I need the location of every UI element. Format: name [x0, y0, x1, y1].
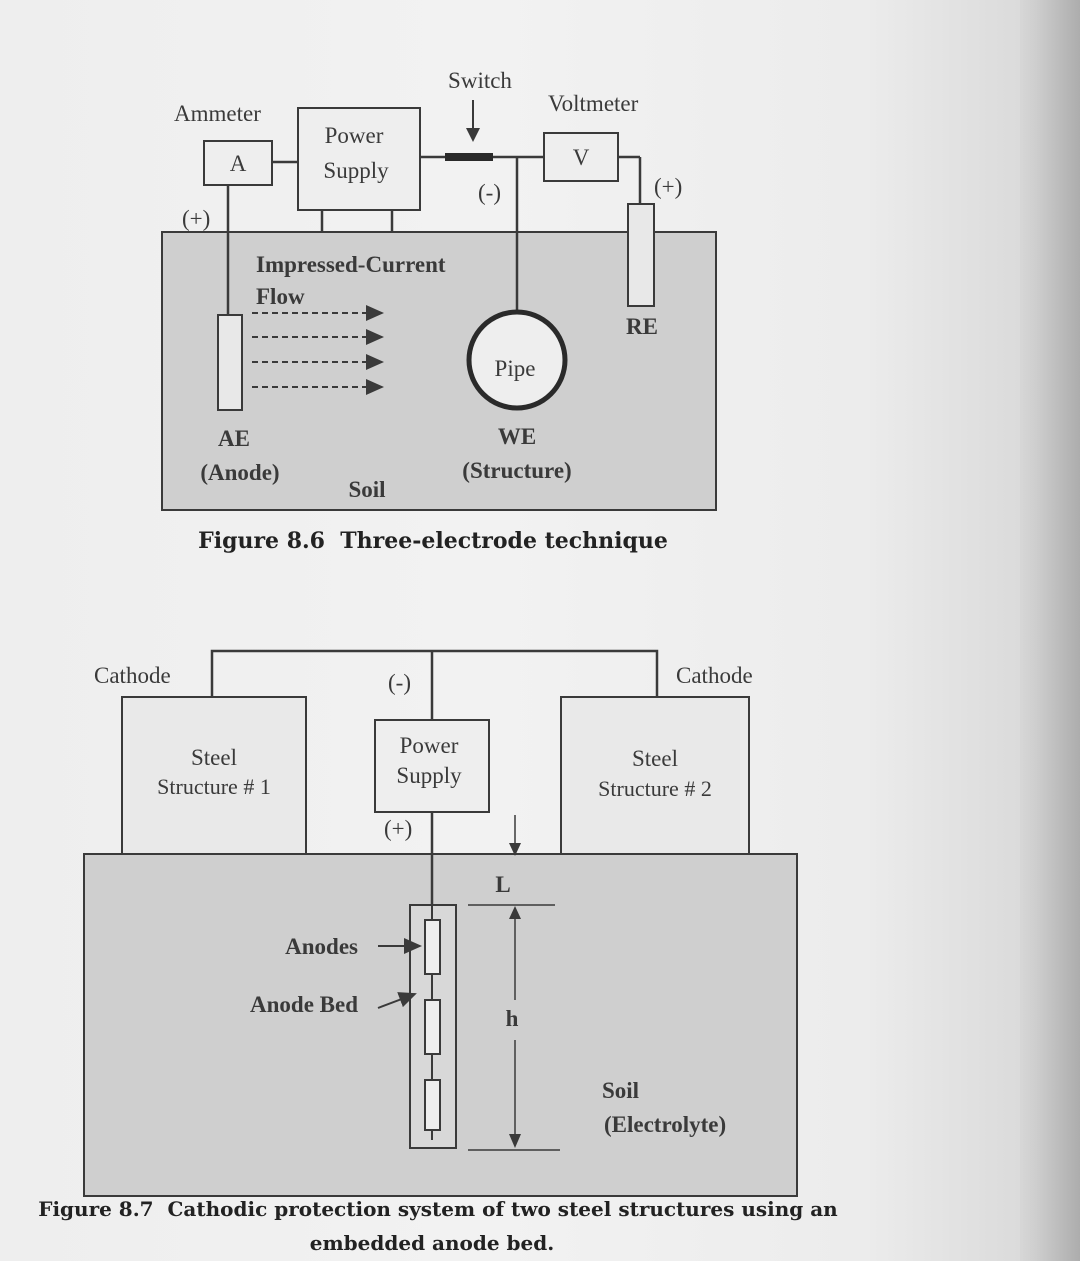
- circuit-wires: [226, 155, 642, 315]
- figure-8-6: A Ammeter Power Supply Switch V Voltmete…: [161, 68, 717, 554]
- current-flow-arrows: [252, 305, 384, 395]
- ammeter-symbol: A: [230, 151, 247, 176]
- figure-8-6-caption: Figure 8.6 Three-electrode technique: [198, 528, 668, 554]
- switch-label: Switch: [448, 68, 512, 93]
- steel-structure-2: [560, 696, 750, 855]
- electrolyte-label: (Electrolyte): [604, 1112, 726, 1137]
- minus-label: (-): [388, 670, 411, 695]
- flow-label-line1: Impressed-Current: [256, 252, 446, 277]
- soil-label: Soil: [348, 477, 385, 502]
- soil-tank: [161, 231, 717, 511]
- plus-right-label: (+): [654, 174, 682, 199]
- steel1-line2: Structure # 1: [157, 774, 271, 799]
- figure-8-7: Cathode Cathode (-) Steel Structure # 1 …: [38, 649, 838, 1255]
- power-supply-line2: Supply: [396, 763, 462, 788]
- anode-1: [424, 919, 441, 975]
- steel-structure-1: [121, 696, 307, 855]
- power-supply-box: [297, 107, 421, 211]
- steel1-line1: Steel: [191, 745, 237, 770]
- figure-8-7-caption-line2: embedded anode bed.: [310, 1231, 554, 1255]
- anode-electrode: [217, 314, 243, 411]
- anode-bed-label: Anode Bed: [250, 992, 358, 1017]
- structure-label: (Structure): [462, 458, 571, 483]
- cathode-wires: [210, 649, 659, 905]
- dimension-h-label: h: [506, 1006, 519, 1031]
- steel2-line1: Steel: [632, 746, 678, 771]
- cathode-left-label: Cathode: [94, 663, 171, 688]
- power-supply-line1: Power: [325, 123, 384, 148]
- voltmeter-box: [543, 132, 619, 182]
- anodes-label: Anodes: [285, 934, 358, 959]
- voltmeter-label: Voltmeter: [548, 91, 639, 116]
- re-label: RE: [626, 314, 658, 339]
- steel2-line2: Structure # 2: [598, 776, 712, 801]
- anode-string: [424, 905, 441, 1140]
- pointer-arrows: [377, 938, 422, 1009]
- power-supply-line1: Power: [400, 733, 459, 758]
- ae-label: AE: [218, 426, 250, 451]
- we-label: WE: [498, 424, 536, 449]
- soil-label: Soil: [602, 1078, 639, 1103]
- page-edge-shadow: [1020, 0, 1080, 1261]
- pipe-label: Pipe: [495, 356, 536, 381]
- flow-label-line2: Flow: [256, 284, 305, 309]
- power-supply-box: [374, 719, 490, 813]
- pipe-circle: [466, 309, 568, 411]
- dimension-L-label: L: [495, 872, 510, 897]
- switch-bar: [445, 153, 493, 161]
- cathode-right-label: Cathode: [676, 663, 753, 688]
- power-supply-line2: Supply: [323, 158, 389, 183]
- dimension-lines: [468, 815, 560, 1151]
- anode-label: (Anode): [200, 460, 279, 485]
- figure-8-7-caption-line1: Figure 8.7 Cathodic protection system of…: [38, 1197, 838, 1221]
- minus-label: (-): [478, 180, 501, 205]
- plus-label: (+): [384, 816, 412, 841]
- plus-left-label: (+): [182, 206, 210, 231]
- voltmeter-symbol: V: [573, 145, 590, 170]
- anode-3: [424, 1079, 441, 1131]
- anode-2: [424, 999, 441, 1055]
- ammeter-label: Ammeter: [174, 101, 261, 126]
- reference-electrode: [627, 203, 655, 307]
